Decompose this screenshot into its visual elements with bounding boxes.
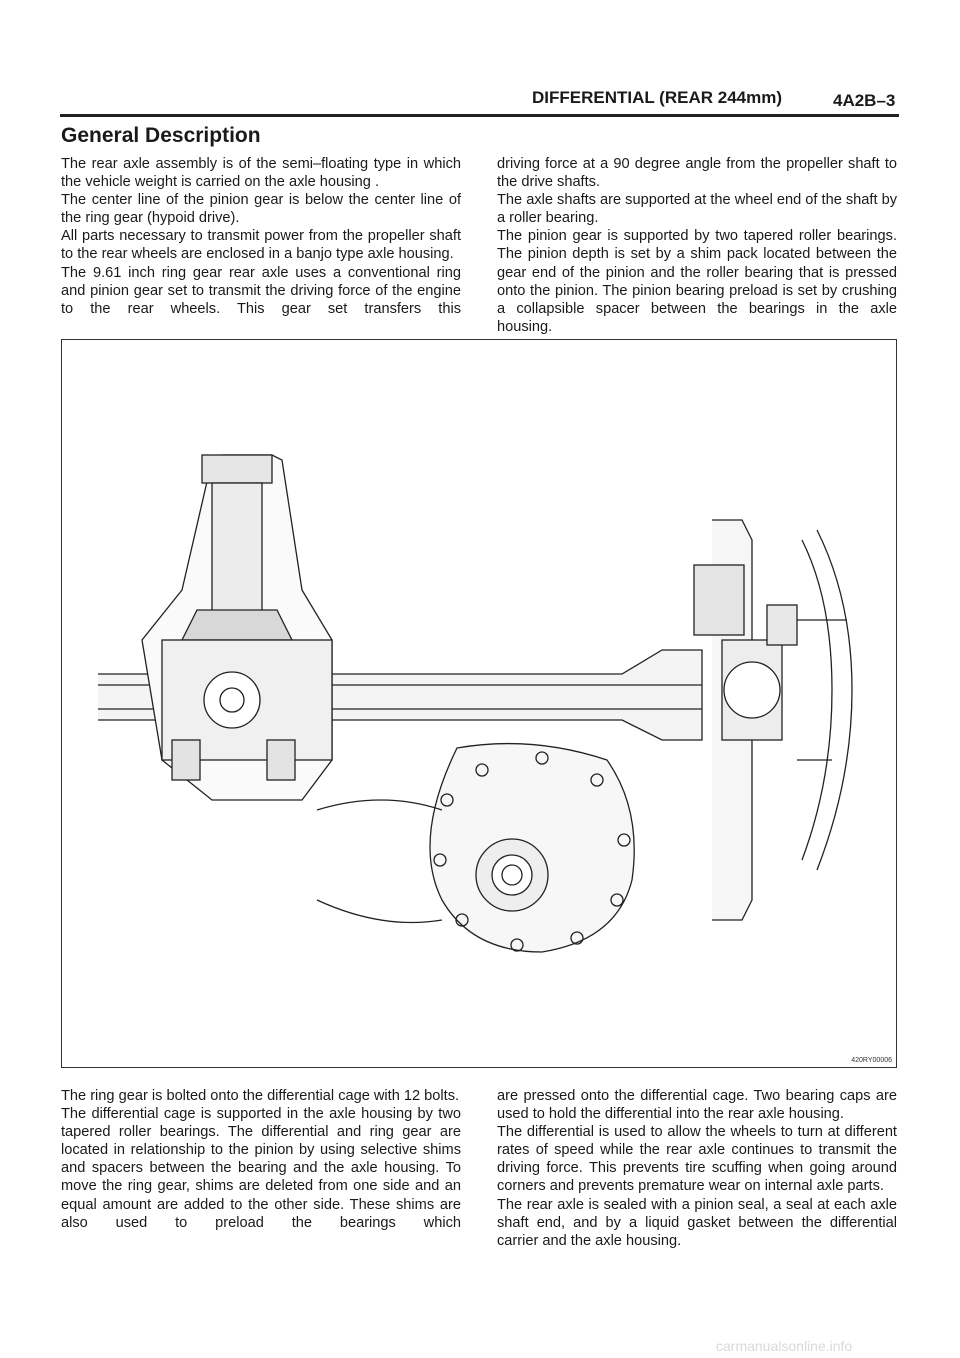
text-column-1: The rear axle assembly is of the semi–fl…	[61, 155, 461, 318]
page-number: 4A2B–3	[833, 91, 896, 110]
header-rule	[60, 114, 899, 117]
paragraph: The rear axle assembly is of the semi–fl…	[61, 156, 461, 191]
paragraph: The center line of the pinion gear is be…	[61, 192, 461, 227]
paragraph: The differential cage is supported in th…	[61, 1106, 461, 1231]
paragraph: The axle shafts are supported at the whe…	[497, 192, 897, 227]
section-title: General Description	[61, 124, 261, 147]
page-header-title: DIFFERENTIAL (REAR 244mm)	[532, 88, 782, 107]
text-column-3: The ring gear is bolted onto the differe…	[61, 1087, 461, 1232]
paragraph: All parts necessary to transmit power fr…	[61, 228, 461, 263]
paragraph: The differential is used to allow the wh…	[497, 1124, 897, 1195]
rear-axle-drawing	[98, 454, 853, 953]
paragraph: are pressed onto the differential cage. …	[497, 1088, 897, 1123]
paragraph: driving force at a 90 degree angle from …	[497, 156, 897, 191]
figure-code: 420RY00006	[851, 1057, 892, 1064]
watermark: carmanualsonline.info	[716, 1338, 853, 1354]
paragraph: The rear axle is sealed with a pinion se…	[497, 1196, 897, 1249]
axle-cutaway-figure: 420RY00006	[61, 339, 897, 1068]
paragraph: The pinion gear is supported by two tape…	[497, 228, 897, 335]
paragraph: The ring gear is bolted onto the differe…	[61, 1088, 460, 1104]
paragraph: The 9.61 inch ring gear rear axle uses a…	[61, 264, 461, 317]
text-column-2: driving force at a 90 degree angle from …	[497, 155, 897, 336]
text-column-4: are pressed onto the differential cage. …	[497, 1087, 897, 1250]
